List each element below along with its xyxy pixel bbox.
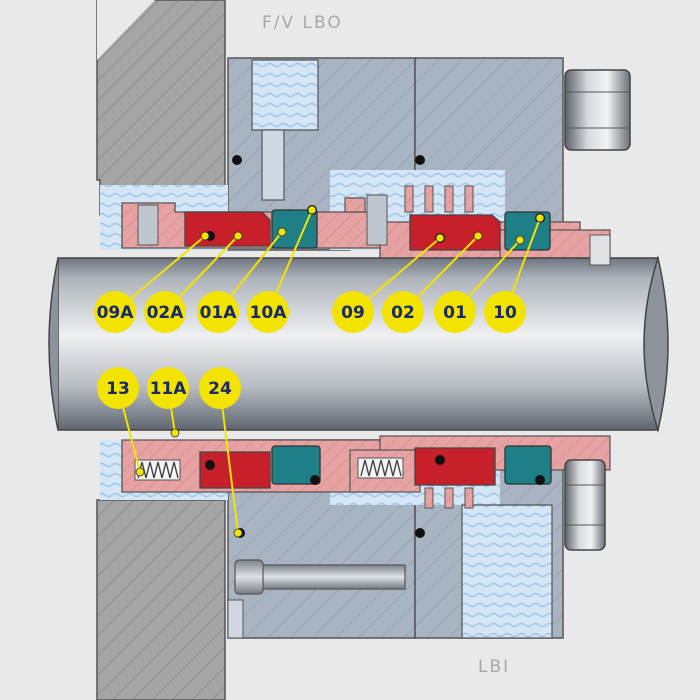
callout-13-label: 13	[106, 379, 130, 399]
collar-fins	[404, 185, 474, 509]
callout-02A-label: 02A	[147, 303, 185, 323]
top-port-label: F/V LBO	[262, 13, 343, 33]
callout-10A: 10A	[247, 291, 289, 333]
callout-24: 24	[199, 367, 241, 409]
callout-10-label: 10	[493, 303, 517, 323]
callout-01A: 01A	[197, 291, 239, 333]
callout-24-label: 24	[208, 379, 232, 399]
callout-09-label: 09	[341, 303, 365, 323]
leader-dots	[135, 205, 545, 538]
port-bores	[227, 129, 285, 639]
shaft	[48, 255, 669, 433]
cap-screw	[234, 559, 406, 595]
callout-09: 09	[332, 291, 374, 333]
callout-09A-label: 09A	[97, 303, 135, 323]
callout-01-label: 01	[443, 303, 467, 323]
callout-10: 10	[484, 291, 526, 333]
callout-01: 01	[434, 291, 476, 333]
callout-02A: 02A	[144, 291, 186, 333]
callout-10A-label: 10A	[250, 303, 288, 323]
pump-casing	[96, 0, 226, 700]
callout-11A: 11A	[147, 367, 189, 409]
callout-02: 02	[382, 291, 424, 333]
callout-11A-label: 11A	[150, 379, 188, 399]
callout-09A: 09A	[94, 291, 136, 333]
bottom-port-label: LBI	[478, 657, 510, 677]
fittings	[564, 69, 631, 551]
springs	[134, 194, 404, 481]
callout-13: 13	[97, 367, 139, 409]
callout-02-label: 02	[391, 303, 415, 323]
callout-01A-label: 01A	[200, 303, 238, 323]
